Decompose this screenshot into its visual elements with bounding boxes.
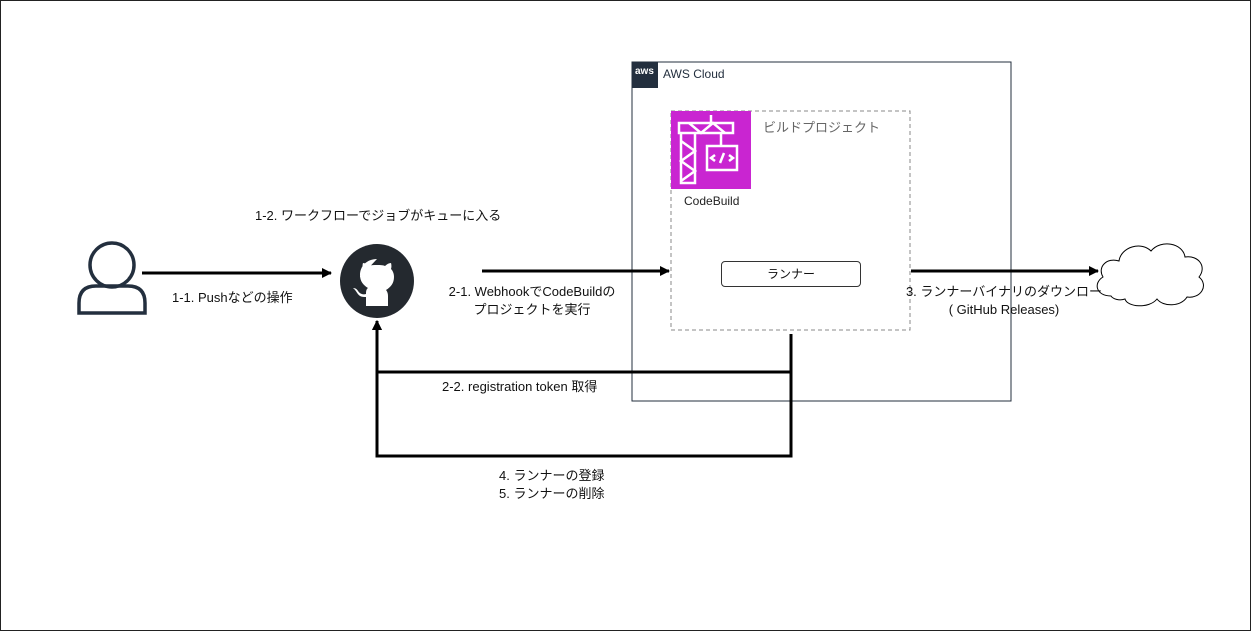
arrow-2-2 [372, 320, 791, 374]
runner-box: ランナー [721, 261, 861, 287]
label-step-2-1: 2-1. WebhookでCodeBuildの プロジェクトを実行 [437, 283, 627, 319]
label-step-4: 4. ランナーの登録 [499, 468, 605, 483]
label-step-3-line1: 3. ランナーバイナリのダウンロー [905, 284, 1103, 299]
label-step-1-2: 1-2. ワークフローでジョブがキューに入る [255, 208, 502, 223]
arrow-4-5 [372, 320, 793, 458]
label-step-3-line2: ( GitHub Releases) [948, 302, 1060, 317]
aws-cloud-group [631, 61, 1012, 402]
codebuild-label: CodeBuild [684, 194, 740, 208]
codebuild-icon-glyph [677, 115, 739, 185]
label-step-5: 5. ランナーの削除 [499, 486, 605, 501]
label-step-1-1: 1-1. Pushなどの操作 [172, 290, 293, 305]
aws-logo-text: aws [635, 66, 654, 77]
label-step-2-1-line2: プロジェクトを実行 [473, 302, 591, 317]
aws-logo-icon: aws [632, 62, 658, 88]
build-project-group [670, 110, 911, 331]
user-icon [77, 241, 147, 315]
label-step-2-1-line1: 2-1. WebhookでCodeBuildの [448, 284, 616, 299]
label-step-2-2: 2-2. registration token 取得 [442, 379, 598, 394]
build-project-title: ビルドプロジェクト [763, 120, 881, 135]
cloud-icon [1096, 243, 1204, 307]
codebuild-icon [671, 111, 751, 189]
github-icon [340, 244, 414, 318]
aws-cloud-title: AWS Cloud [663, 67, 725, 81]
label-step-3: 3. ランナーバイナリのダウンロー ( GitHub Releases) [889, 283, 1119, 319]
